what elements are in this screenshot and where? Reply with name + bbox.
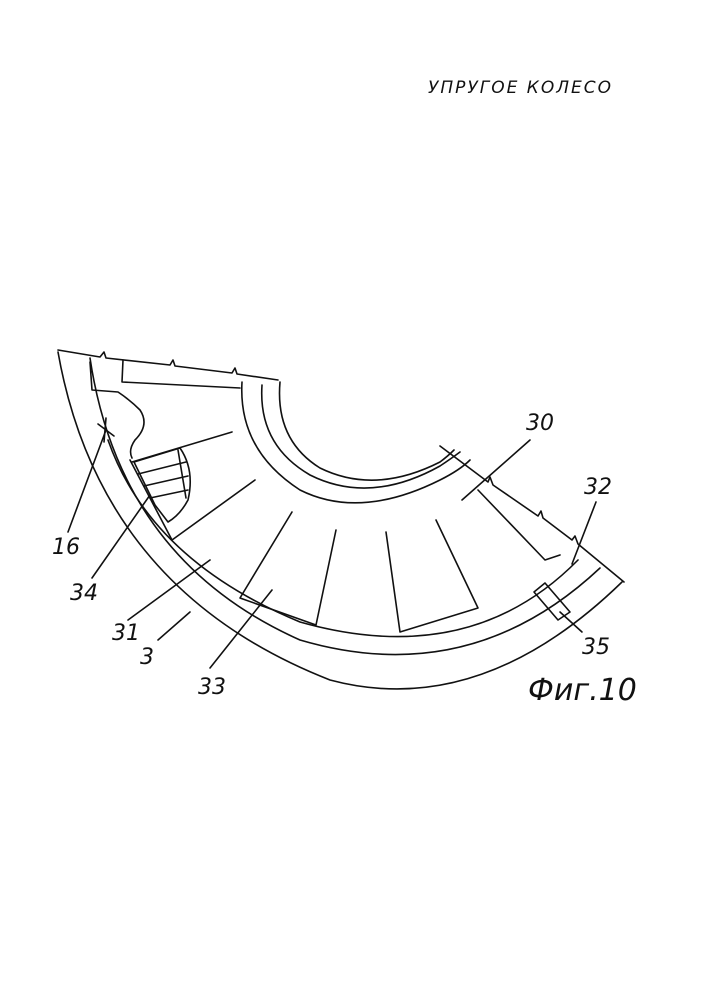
leader-34: [92, 495, 150, 578]
cutaway-outline: [90, 362, 144, 458]
label-16: 16: [52, 535, 80, 560]
right-break-line: [440, 446, 624, 582]
leader-32: [572, 502, 596, 564]
hatch-line-3: [150, 490, 188, 498]
hub-mid-arc: [262, 385, 460, 488]
cross-mark-16: [98, 418, 114, 442]
figure-caption: Фиг.10: [528, 673, 637, 708]
label-32: 32: [584, 475, 612, 500]
ring-arc: [108, 440, 578, 637]
label-33: 33: [198, 675, 226, 700]
window-2: [386, 520, 478, 632]
label-30: 30: [526, 411, 554, 436]
label-34: 34: [70, 581, 98, 606]
top-slot: [122, 360, 240, 388]
leader-33: [210, 590, 272, 668]
hub-outer-arc: [242, 382, 470, 503]
right-slot: [478, 490, 560, 560]
hatch-line-2: [144, 476, 188, 486]
leader-31: [128, 560, 210, 620]
label-3: 3: [140, 645, 154, 670]
rim-outer-arc: [58, 352, 622, 689]
reference-labels: 30 32 16 34 31 3 33 35 Фиг.10: [52, 411, 637, 708]
hatch-line-1: [138, 462, 186, 474]
hub-inner-arc: [280, 382, 455, 480]
window-1: [240, 512, 336, 625]
leader-35: [560, 612, 582, 632]
label-35: 35: [582, 635, 610, 660]
leader-3: [158, 612, 190, 640]
wheel-drawing-lines: [58, 350, 624, 689]
label-31: 31: [112, 621, 140, 646]
